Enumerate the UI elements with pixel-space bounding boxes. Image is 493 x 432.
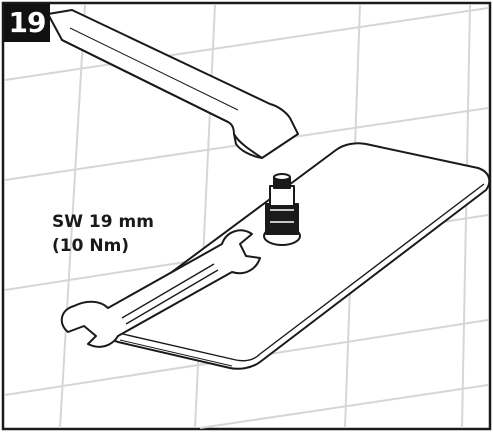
wrench-icon [60,229,261,348]
torque-annotation: SW 19 mm (10 Nm) [52,210,154,258]
wrench-size-label: SW 19 mm [52,212,154,232]
connector-nut-icon [263,173,301,246]
step-number-badge: 19 [4,4,50,42]
shower-arm-icon [47,9,299,159]
torque-value-label: (10 Nm) [52,236,130,256]
